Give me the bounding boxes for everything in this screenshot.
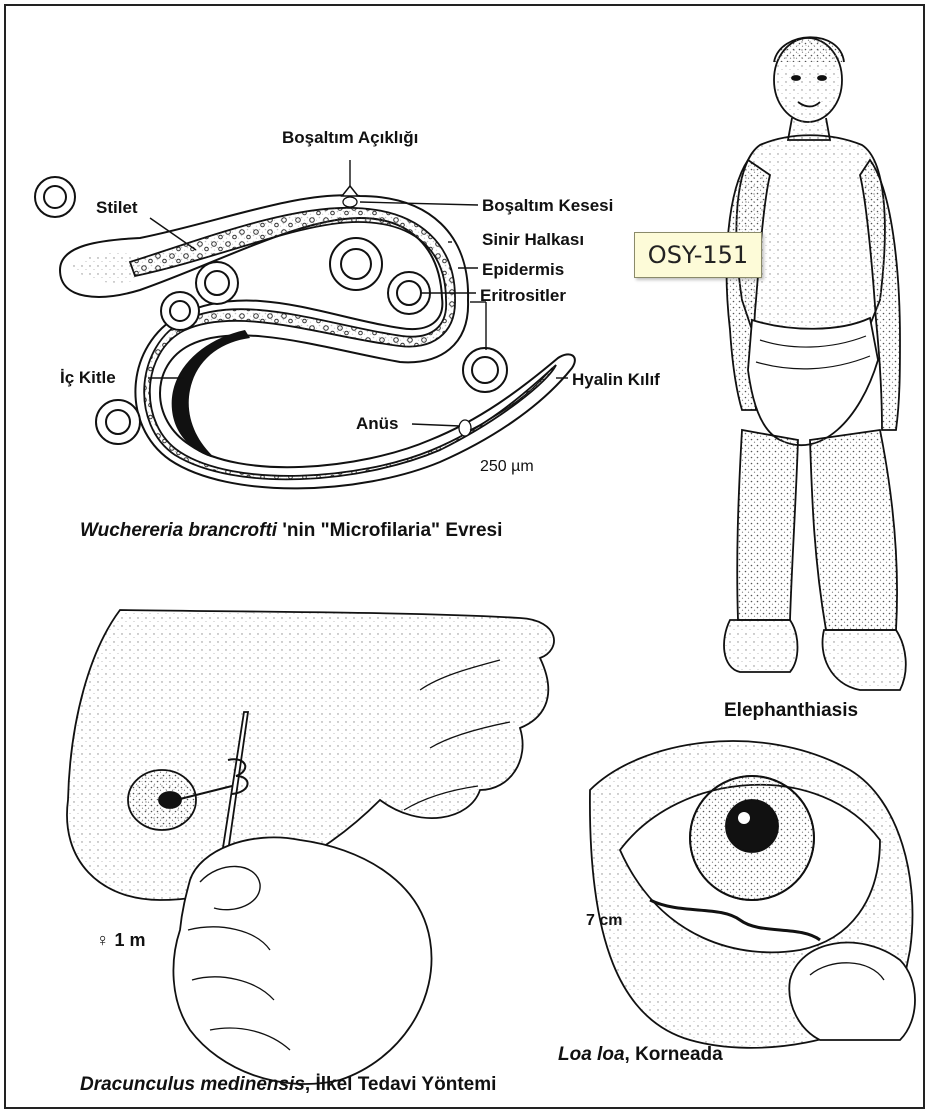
size-loa: 7 cm <box>586 912 622 930</box>
right-leg <box>810 430 897 630</box>
excretory-pore <box>342 186 358 196</box>
anal-pore <box>459 420 471 436</box>
caption-wuchereria-rest: 'nin "Microfilaria" Evresi <box>277 520 502 541</box>
loin-cloth <box>748 318 878 445</box>
scale-250um: 250 µm <box>480 458 534 476</box>
label-hyalin-kilif: Hyalin Kılıf <box>572 370 660 390</box>
label-epidermis: Epidermis <box>482 260 564 280</box>
pupil <box>726 800 778 852</box>
caption-elephanthiasis: Elephanthiasis <box>724 700 858 722</box>
label-anus: Anüs <box>356 414 399 434</box>
right-foot <box>823 630 906 690</box>
loa-loa-eye <box>590 741 915 1048</box>
label-ic-kitle: İç Kitle <box>60 368 116 388</box>
caption-dracunculus-rest: , İlkel Tedavi Yöntemi <box>305 1074 496 1095</box>
label-stilet: Stilet <box>96 198 138 218</box>
size-dracunculus: ♀ 1 m <box>96 930 146 951</box>
elephanthiasis-figure <box>724 37 906 690</box>
label-eritrositler: Eritrositler <box>480 286 566 306</box>
caption-dracunculus-species: Dracunculus medinensis <box>80 1074 305 1095</box>
label-bosaltim-kesesi: Boşaltım Kesesi <box>482 196 613 216</box>
caption-dracunculus: Dracunculus medinensis, İlkel Tedavi Yön… <box>80 1074 496 1096</box>
left-foot <box>724 620 797 672</box>
caption-loa: Loa loa, Korneada <box>558 1044 723 1066</box>
hand <box>173 837 431 1084</box>
dracunculus-drawing <box>67 610 554 1084</box>
caption-wuchereria-species: Wuchereria brancrofti <box>80 520 277 541</box>
left-leg <box>737 430 798 620</box>
caption-loa-rest: , Korneada <box>625 1044 723 1065</box>
specimen-tag: OSY-151 <box>634 232 762 278</box>
thumb <box>789 943 915 1040</box>
caption-wuchereria: Wuchereria brancrofti 'nin "Microfilaria… <box>80 520 502 542</box>
caption-loa-species: Loa loa <box>558 1044 625 1065</box>
label-sinir-halkasi: Sinir Halkası <box>482 230 584 250</box>
label-bosaltim-acikligi: Boşaltım Açıklığı <box>282 128 418 148</box>
